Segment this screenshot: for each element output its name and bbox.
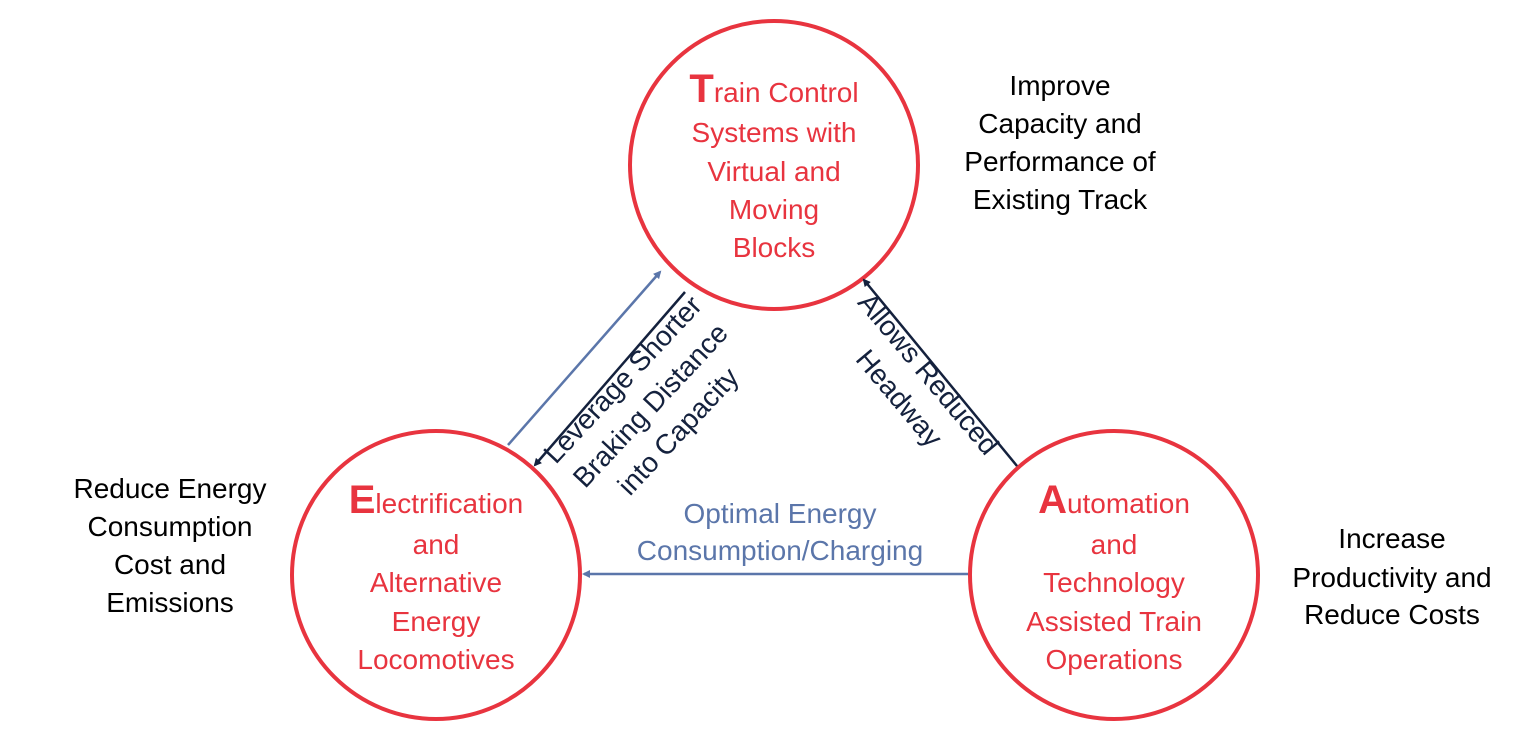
node-electrification-label: Electrification and Alternative Energy L… bbox=[349, 478, 524, 675]
svg-text:Systems with: Systems with bbox=[692, 117, 857, 148]
svg-text:Virtual and: Virtual and bbox=[707, 156, 840, 187]
svg-text:Existing Track: Existing Track bbox=[973, 184, 1148, 215]
arrow-electrification-to-train bbox=[507, 270, 662, 446]
svg-text:Energy: Energy bbox=[392, 606, 481, 637]
svg-text:Capacity and: Capacity and bbox=[978, 108, 1141, 139]
svg-text:Increase: Increase bbox=[1338, 523, 1445, 554]
arrow-automation-to-train bbox=[862, 278, 1018, 467]
svg-text:Productivity and: Productivity and bbox=[1292, 562, 1491, 593]
svg-text:Train Control: Train Control bbox=[689, 67, 858, 111]
svg-text:Operations: Operations bbox=[1046, 644, 1183, 675]
svg-text:Electrification: Electrification bbox=[349, 478, 524, 522]
svg-text:Locomotives: Locomotives bbox=[357, 644, 514, 675]
svg-text:Automation: Automation bbox=[1038, 478, 1190, 522]
node-train-control-circle bbox=[628, 19, 920, 311]
node-automation-label: Automation and Technology Assisted Train… bbox=[1026, 478, 1202, 675]
svg-text:Performance of: Performance of bbox=[964, 146, 1156, 177]
node-electrification-circle bbox=[290, 429, 582, 721]
link-braking-label: Leverage Shorter Braking Distance into C… bbox=[537, 290, 744, 501]
svg-text:Cost and: Cost and bbox=[114, 549, 226, 580]
link-headway-label: Allows Reduced Headway bbox=[850, 287, 1005, 461]
svg-text:Emissions: Emissions bbox=[106, 587, 234, 618]
svg-text:Technology: Technology bbox=[1043, 567, 1185, 598]
outcome-productivity: Increase Productivity and Reduce Costs bbox=[1292, 523, 1491, 630]
svg-text:Reduce Energy: Reduce Energy bbox=[73, 473, 266, 504]
node-automation-circle bbox=[968, 429, 1260, 721]
svg-text:Moving: Moving bbox=[729, 194, 819, 225]
link-energy-label: Optimal Energy Consumption/Charging bbox=[637, 498, 923, 566]
svg-text:Alternative: Alternative bbox=[370, 567, 502, 598]
svg-text:Consumption/Charging: Consumption/Charging bbox=[637, 535, 923, 566]
svg-text:Blocks: Blocks bbox=[733, 232, 815, 263]
svg-text:and: and bbox=[413, 529, 460, 560]
svg-text:and: and bbox=[1091, 529, 1138, 560]
svg-text:Reduce Costs: Reduce Costs bbox=[1304, 599, 1480, 630]
node-train-control-label: Train Control Systems with Virtual and M… bbox=[689, 67, 858, 263]
svg-text:Optimal Energy: Optimal Energy bbox=[684, 498, 877, 529]
outcome-capacity: Improve Capacity and Performance of Exis… bbox=[964, 70, 1156, 215]
svg-text:Improve: Improve bbox=[1009, 70, 1110, 101]
outcome-energy: Reduce Energy Consumption Cost and Emiss… bbox=[73, 473, 266, 618]
arrow-train-to-electrification bbox=[533, 291, 686, 467]
svg-text:Consumption: Consumption bbox=[88, 511, 253, 542]
svg-text:Assisted Train: Assisted Train bbox=[1026, 606, 1202, 637]
